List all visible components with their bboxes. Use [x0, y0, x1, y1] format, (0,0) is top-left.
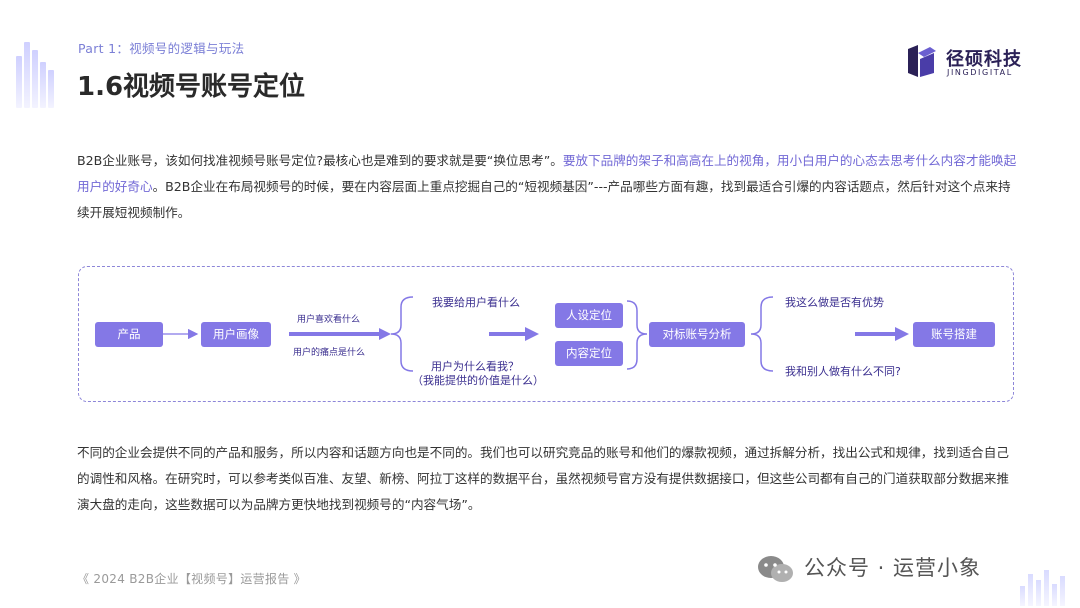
company-logo: 径硕科技 JINGDIGITAL	[904, 43, 1044, 83]
report-footer: 《 2024 B2B企业【视频号】运营报告 》	[77, 572, 306, 586]
node-product: 产品	[95, 322, 163, 347]
intro-paragraph: B2B企业账号，该如何找准视频号账号定位?最核心也是难到的要求就是要“换位思考”…	[77, 148, 1017, 226]
node-persona: 人设定位	[555, 303, 623, 328]
decorative-bars	[16, 40, 60, 108]
wechat-icon	[758, 556, 793, 582]
node-user-portrait: 用户画像	[201, 322, 271, 347]
node-content: 内容定位	[555, 341, 623, 366]
part-label: Part 1：视频号的逻辑与玩法	[78, 41, 245, 56]
node-benchmark: 对标账号分析	[649, 322, 745, 347]
logo-name-cn: 径硕科技	[946, 49, 1022, 70]
page-title: 1.6视频号账号定位	[77, 72, 306, 102]
question-different: 我和别人做有什么不同?	[785, 365, 901, 378]
label-user-pain: 用户的痛点是什么	[293, 348, 366, 358]
question-why-watch: 用户为什么看我？	[431, 360, 519, 373]
flow-connectors	[163, 296, 909, 372]
question-value: （我能提供的价值是什么）	[412, 374, 544, 387]
node-account-build: 账号搭建	[913, 322, 995, 347]
corner-decorative-bars	[1020, 566, 1070, 606]
logo-mark-icon	[908, 45, 936, 77]
flow-diagram: 产品 用户画像 用户喜欢看什么 用户的痛点是什么 我要给用户看什么 用户为什么看…	[78, 266, 1014, 402]
logo-name-en: JINGDIGITAL	[947, 68, 1013, 77]
intro-highlight: 要放下品牌的架子和高高在上的视角，用小白用户的心态去思考什么内容才能唤起用户的好…	[77, 153, 1017, 194]
question-what-to-show: 我要给用户看什么	[432, 296, 520, 309]
watermark-text: 公众号 · 运营小象	[804, 556, 982, 580]
label-user-likes: 用户喜欢看什么	[297, 315, 361, 325]
intro-text-b: 。B2B企业在布局视频号的时候，要在内容层面上重点挖掘自己的“短视频基因”---…	[77, 179, 1011, 220]
question-advantage: 我这么做是否有优势	[785, 296, 884, 309]
body-paragraph: 不同的企业会提供不同的产品和服务，所以内容和话题方向也是不同的。我们也可以研究竞…	[77, 445, 1009, 512]
intro-text-a: B2B企业账号，该如何找准视频号账号定位?最核心也是难到的要求就是要“换位思考”…	[77, 153, 563, 168]
